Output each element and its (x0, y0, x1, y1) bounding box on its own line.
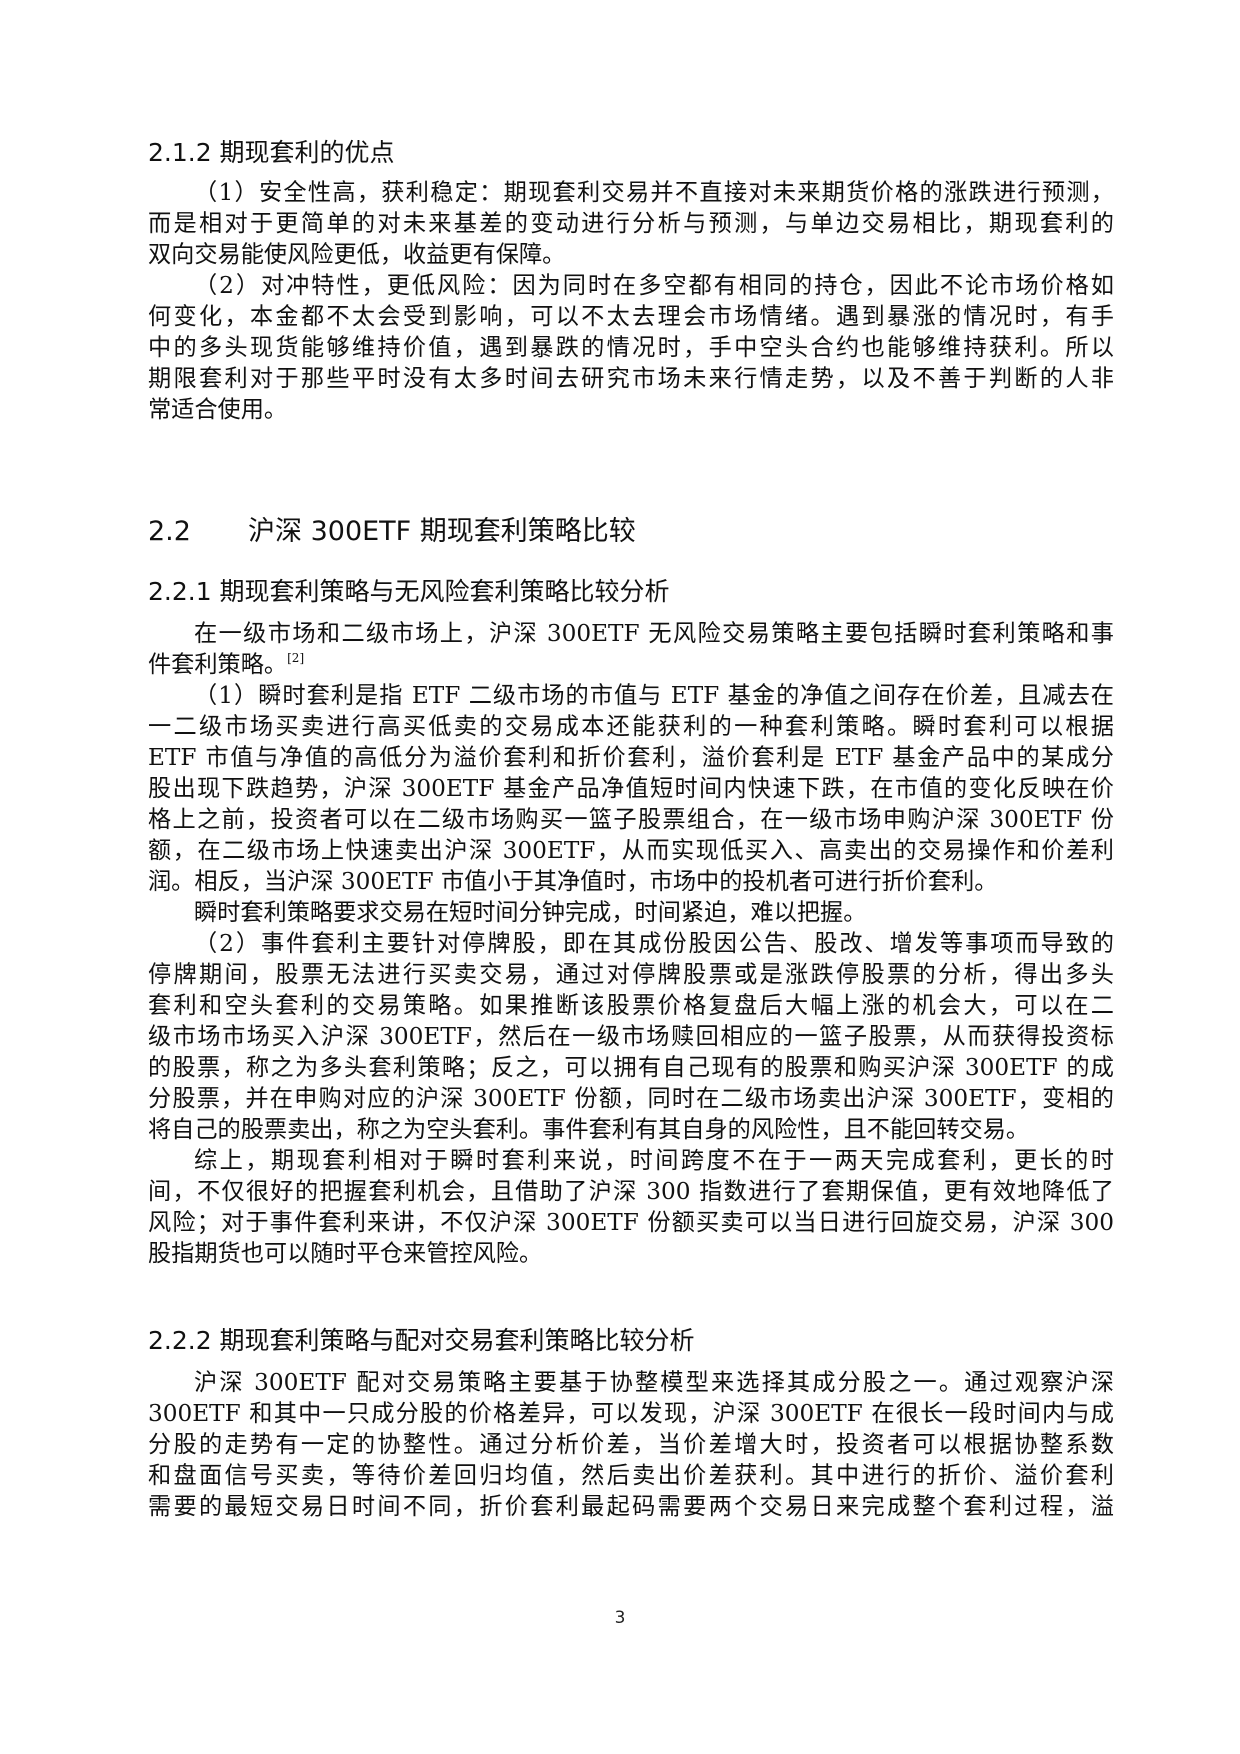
paragraph-line: （1）安全性高，获利稳定：期现套利交易并不直接对未来期货价格的涨跌进行预测， (194, 179, 1114, 206)
paragraph-line: 件套利策略。[2] (148, 650, 1114, 680)
paragraph-line: 一二级市场买卖进行高买低卖的交易成本还能获利的一种套利策略。瞬时套利可以根据 (148, 713, 1114, 740)
paragraph-line: ETF 市值与净值的高低分为溢价套利和折价套利，溢价套利是 ETF 基金产品中的… (148, 744, 1114, 771)
paragraph-line: 分股票，并在申购对应的沪深 300ETF 份额，同时在二级市场卖出沪深 300E… (148, 1085, 1114, 1112)
paragraph-line: 瞬时套利策略要求交易在短时间分钟完成，时间紧迫，难以把握。 (194, 899, 867, 926)
line-text: 件套利策略。 (148, 651, 288, 678)
paragraph-line: 级市场市场买入沪深 300ETF，然后在一级市场赎回相应的一篮子股票，从而获得投… (148, 1023, 1114, 1050)
paragraph-line: 将自己的股票卖出，称之为空头套利。事件套利有其自身的风险性，且不能回转交易。 (148, 1116, 1030, 1143)
paragraph-line: 常适合使用。 (148, 396, 288, 423)
paragraph-line: 股指期货也可以随时平仓来管控风险。 (148, 1240, 543, 1267)
paragraph-line: 润。相反，当沪深 300ETF 市值小于其净值时，市场中的投机者可进行折价套利。 (148, 868, 998, 895)
paragraph-line: （2）对冲特性，更低风险：因为同时在多空都有相同的持仓，因此不论市场价格如 (194, 272, 1114, 299)
citation-ref[interactable]: [2] (287, 651, 305, 665)
paragraph-line: 300ETF 和其中一只成分股的价格差异，可以发现，沪深 300ETF 在很长一… (148, 1400, 1114, 1427)
paragraph-line: 中的多头现货能够维持价值，遇到暴跌的情况时，手中空头合约也能够维持获利。所以 (148, 334, 1114, 361)
paragraph-line: 间，不仅很好的把握套利机会，且借助了沪深 300 指数进行了套期保值，更有效地降… (148, 1178, 1114, 1205)
paragraph-line: 何变化，本金都不太会受到影响，可以不太去理会市场情绪。遇到暴涨的情况时，有手 (148, 303, 1114, 330)
paragraph-line: 套利和空头套利的交易策略。如果推断该股票价格复盘后大幅上涨的机会大，可以在二 (148, 992, 1114, 1019)
paragraph-line: 沪深 300ETF 配对交易策略主要基于协整模型来选择其成分股之一。通过观察沪深 (194, 1369, 1114, 1396)
paragraph-line: 股出现下跌趋势，沪深 300ETF 基金产品净值短时间内快速下跌，在市值的变化反… (148, 775, 1114, 802)
paragraph-line: 双向交易能使风险更低，收益更有保障。 (148, 241, 566, 268)
paragraph-line: 风险；对于事件套利来讲，不仅沪深 300ETF 份额买卖可以当日进行回旋交易，沪… (148, 1209, 1114, 1236)
paragraph-line: 在一级市场和二级市场上，沪深 300ETF 无风险交易策略主要包括瞬时套利策略和… (194, 620, 1114, 647)
heading-number: 2.2 (148, 516, 191, 547)
paragraph-line: （2）事件套利主要针对停牌股，即在其成份股因公告、股改、增发等事项而导致的 (194, 930, 1114, 957)
heading-title: 沪深 300ETF 期现套利策略比较 (248, 516, 636, 547)
paragraph-line: 需要的最短交易日时间不同，折价套利最起码需要两个交易日来完成整个套利过程，溢 (148, 1493, 1114, 1520)
paragraph-line: 而是相对于更简单的对未来基差的变动进行分析与预测，与单边交易相比，期现套利的 (148, 210, 1114, 237)
heading-2-2-2: 2.2.2 期现套利策略与配对交易套利策略比较分析 (148, 1326, 695, 1355)
paragraph-line: （1）瞬时套利是指 ETF 二级市场的市值与 ETF 基金的净值之间存在价差，且… (194, 682, 1114, 709)
heading-2-1-2: 2.1.2 期现套利的优点 (148, 138, 395, 167)
paragraph-line: 额，在二级市场上快速卖出沪深 300ETF，从而实现低买入、高卖出的交易操作和价… (148, 837, 1114, 864)
paragraph-line: 和盘面信号买卖，等待价差回归均值，然后卖出价差获利。其中进行的折价、溢价套利 (148, 1462, 1114, 1489)
paragraph-line: 综上，期现套利相对于瞬时套利来说，时间跨度不在于一两天完成套利，更长的时 (194, 1147, 1114, 1174)
heading-2-2-1: 2.2.1 期现套利策略与无风险套利策略比较分析 (148, 577, 670, 606)
paragraph-line: 格上之前，投资者可以在二级市场购买一篮子股票组合，在一级市场申购沪深 300ET… (148, 806, 1114, 833)
paragraph-line: 的股票，称之为多头套利策略；反之，可以拥有自己现有的股票和购买沪深 300ETF… (148, 1054, 1114, 1081)
heading-2-2: 2.2 沪深 300ETF 期现套利策略比较 (148, 517, 636, 547)
paragraph-line: 停牌期间，股票无法进行买卖交易，通过对停牌股票或是涨跌停股票的分析，得出多头 (148, 961, 1114, 988)
paragraph-line: 期限套利对于那些平时没有太多时间去研究市场未来行情走势，以及不善于判断的人非 (148, 365, 1114, 392)
paragraph-line: 分股的走势有一定的协整性。通过分析价差，当价差增大时，投资者可以根据协整系数 (148, 1431, 1114, 1458)
page-number: 3 (614, 1608, 626, 1628)
